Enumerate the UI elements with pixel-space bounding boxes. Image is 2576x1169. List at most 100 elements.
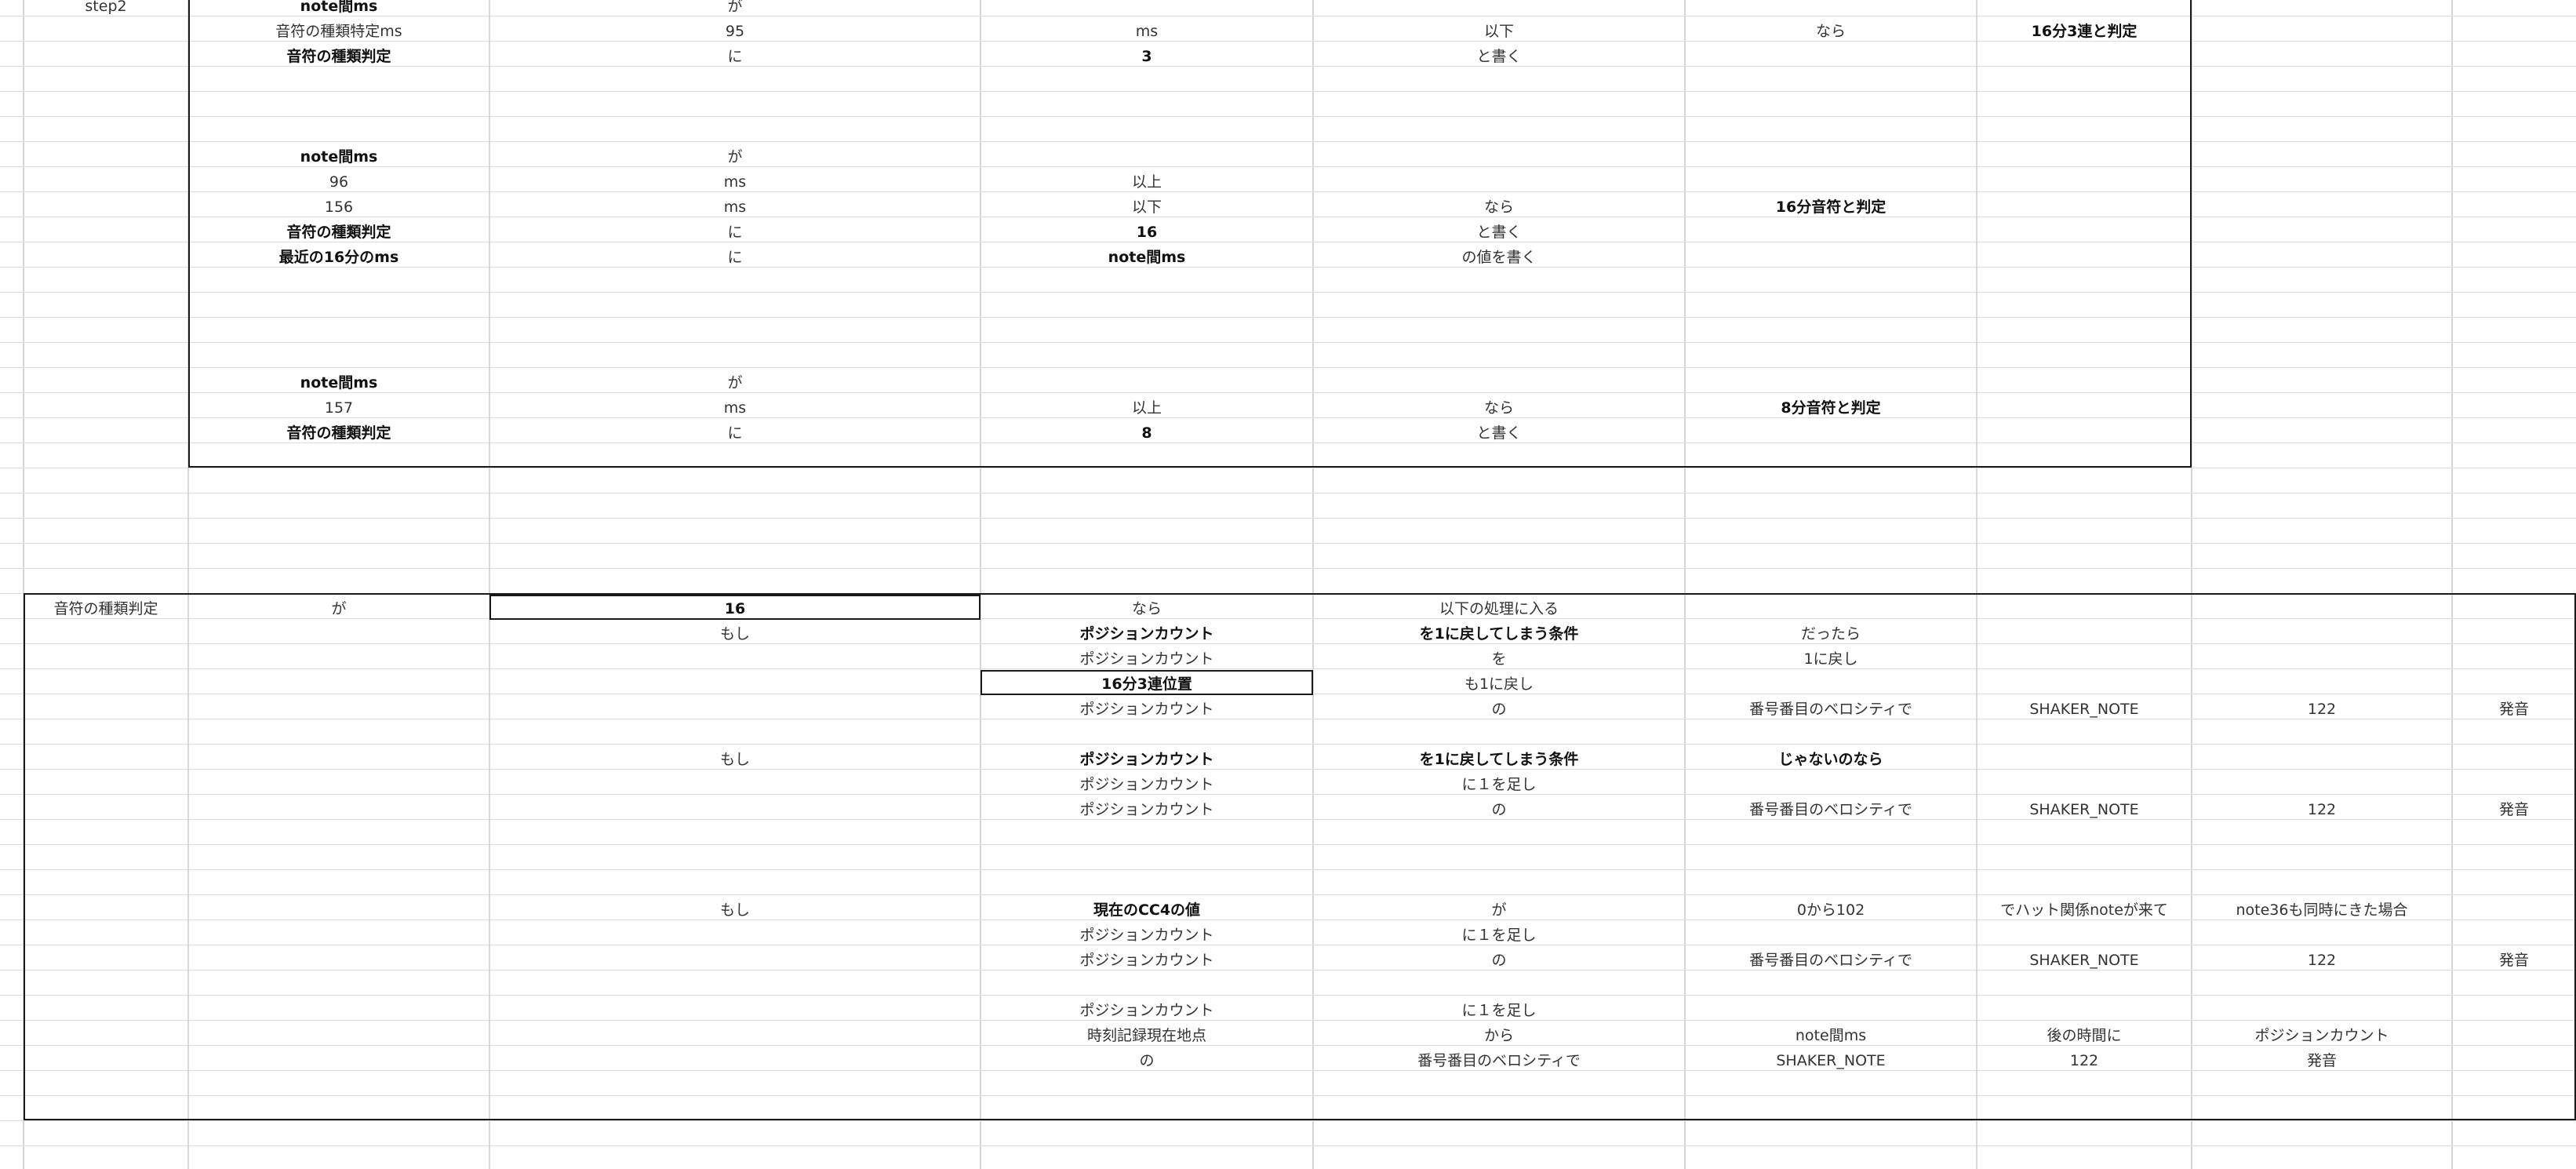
cell[interactable]: の — [1491, 801, 1507, 818]
cell[interactable]: 音符の種類判定 — [286, 48, 391, 65]
cell[interactable]: に１を足し — [1461, 927, 1537, 944]
cell[interactable]: 122 — [2307, 952, 2337, 969]
cell[interactable]: ポジションカウント — [1079, 1002, 1214, 1019]
cell[interactable]: note間ms — [300, 0, 378, 15]
cell[interactable]: note間ms — [300, 148, 378, 166]
cell[interactable]: ms — [723, 399, 747, 417]
cell[interactable]: なら — [1815, 23, 1846, 40]
cell[interactable]: ms — [723, 173, 747, 191]
cell[interactable]: ポジションカウント — [1079, 751, 1214, 768]
cell[interactable]: 番号番目のベロシティで — [1749, 952, 1912, 969]
cell[interactable]: が — [727, 374, 743, 391]
cell[interactable]: に１を足し — [1461, 776, 1537, 793]
cell[interactable]: 96 — [329, 173, 349, 191]
cell[interactable]: に — [727, 424, 743, 442]
cell[interactable]: もし — [719, 751, 750, 768]
cell[interactable]: step2 — [85, 0, 127, 15]
cell[interactable]: と書く — [1476, 424, 1522, 442]
cell[interactable]: ポジションカウント — [1079, 650, 1214, 668]
cell[interactable]: ポジションカウント — [2254, 1027, 2389, 1044]
cell[interactable]: ms — [1135, 23, 1159, 40]
cell[interactable]: note36も同時にきた場合 — [2236, 901, 2408, 919]
cell[interactable]: 音符の種類特定ms — [275, 23, 402, 40]
cell[interactable]: ポジションカウント — [1079, 625, 1214, 643]
cell[interactable]: に１を足し — [1461, 1002, 1537, 1019]
cell[interactable]: を1に戻してしまう条件 — [1419, 751, 1579, 768]
cell[interactable]: 後の時間に — [2047, 1027, 2122, 1044]
cell[interactable]: も1に戻し — [1464, 676, 1534, 693]
cell[interactable]: 番号番目のベロシティで — [1417, 1052, 1581, 1069]
cell[interactable]: ms — [723, 198, 747, 216]
cell[interactable]: ポジションカウント — [1079, 701, 1214, 718]
cell[interactable]: に — [727, 249, 743, 266]
cell[interactable]: SHAKER_NOTE — [2029, 701, 2139, 718]
cell[interactable]: 発音 — [2498, 801, 2529, 818]
cell[interactable]: に — [727, 48, 743, 65]
cell[interactable]: ポジションカウント — [1079, 952, 1214, 969]
cell[interactable]: 発音 — [2498, 701, 2529, 718]
cell[interactable]: なら — [1483, 399, 1514, 417]
cell[interactable]: なら — [1131, 600, 1162, 617]
cell[interactable]: 16 — [724, 600, 746, 617]
cell[interactable]: が — [727, 148, 743, 166]
cell[interactable]: 音符の種類判定 — [53, 600, 158, 617]
cell[interactable]: note間ms — [1795, 1027, 1867, 1044]
cell[interactable]: 95 — [725, 23, 745, 40]
cell[interactable]: の — [1491, 952, 1507, 969]
cell[interactable]: から — [1483, 1027, 1514, 1044]
cell[interactable]: が — [331, 600, 347, 617]
cell[interactable]: 発音 — [2306, 1052, 2337, 1069]
cell[interactable]: 以下の処理に入る — [1439, 600, 1559, 617]
cell[interactable]: もし — [719, 901, 750, 919]
cell[interactable]: 発音 — [2498, 952, 2529, 969]
cell[interactable]: の — [1139, 1052, 1155, 1069]
cell[interactable]: SHAKER_NOTE — [1776, 1052, 1886, 1069]
cell[interactable]: 以上 — [1131, 399, 1162, 417]
cell[interactable]: ポジションカウント — [1079, 927, 1214, 944]
cell[interactable]: に — [727, 224, 743, 241]
cell[interactable]: を — [1491, 650, 1507, 668]
cell[interactable]: 以下 — [1483, 23, 1514, 40]
cell[interactable]: 8 — [1141, 424, 1152, 442]
cell[interactable]: と書く — [1476, 48, 1522, 65]
cell[interactable]: 1に戻し — [1803, 650, 1858, 668]
cell[interactable]: note間ms — [1108, 249, 1186, 266]
cell[interactable]: note間ms — [300, 374, 378, 391]
cell[interactable]: 以上 — [1131, 173, 1162, 191]
cell[interactable]: が — [1491, 901, 1507, 919]
cell[interactable]: なら — [1483, 198, 1514, 216]
cell[interactable]: 8分音符と判定 — [1781, 399, 1881, 417]
cell[interactable]: 以下 — [1131, 198, 1162, 216]
cell[interactable]: 音符の種類判定 — [286, 224, 391, 241]
cell[interactable]: を1に戻してしまう条件 — [1419, 625, 1579, 643]
cell[interactable]: もし — [719, 625, 750, 643]
cell[interactable]: 0から102 — [1796, 901, 1865, 919]
cell[interactable]: 16分音符と判定 — [1775, 198, 1887, 216]
cell[interactable]: でハット関係noteが来て — [2000, 901, 2168, 919]
cell[interactable]: だったら — [1800, 625, 1861, 643]
cell[interactable]: SHAKER_NOTE — [2029, 952, 2139, 969]
cell[interactable]: 3 — [1141, 48, 1152, 65]
cell[interactable]: 時刻記録現在地点 — [1086, 1027, 1206, 1044]
cell[interactable]: 157 — [324, 399, 354, 417]
cell[interactable]: の値を書く — [1461, 249, 1537, 266]
cell[interactable]: 122 — [2069, 1052, 2099, 1069]
cell[interactable]: SHAKER_NOTE — [2029, 801, 2139, 818]
cell[interactable]: 16分3連と判定 — [2031, 23, 2138, 40]
cell[interactable]: 156 — [324, 198, 354, 216]
cell[interactable]: 最近の16分のms — [278, 249, 399, 266]
cell[interactable]: 番号番目のベロシティで — [1749, 701, 1912, 718]
cell[interactable]: 番号番目のベロシティで — [1749, 801, 1912, 818]
cell[interactable]: ポジションカウント — [1079, 776, 1214, 793]
cell[interactable]: 122 — [2307, 801, 2337, 818]
cell[interactable]: 現在のCC4の値 — [1093, 901, 1201, 919]
cell[interactable]: じゃないのなら — [1778, 751, 1883, 768]
cell[interactable]: 122 — [2307, 701, 2337, 718]
cell[interactable]: 16分3連位置 — [1101, 676, 1192, 693]
cell[interactable]: 音符の種類判定 — [286, 424, 391, 442]
cell[interactable]: が — [727, 0, 743, 15]
cell[interactable]: の — [1491, 701, 1507, 718]
cell[interactable]: 16 — [1136, 224, 1158, 241]
cell[interactable]: ポジションカウント — [1079, 801, 1214, 818]
